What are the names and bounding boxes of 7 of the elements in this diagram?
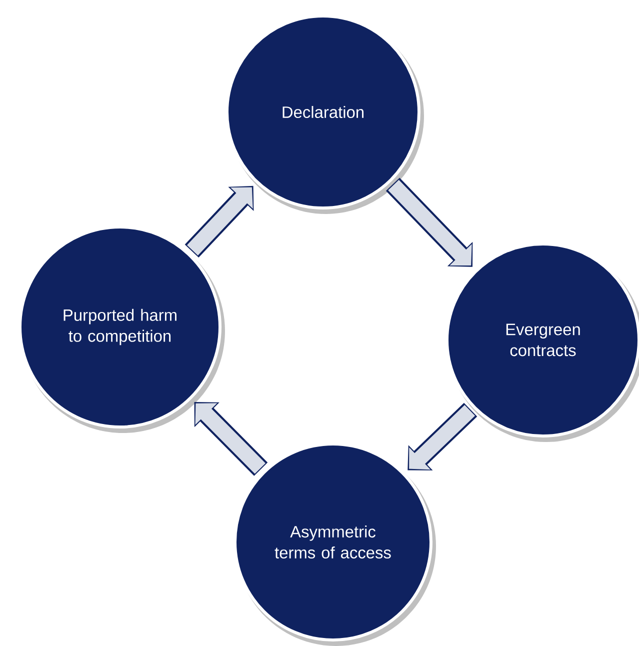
block-arrow (184, 186, 254, 258)
block-arrow (386, 178, 473, 267)
circle-node: Asymmetric terms of access (234, 442, 436, 646)
circle-node: Declaration (226, 14, 424, 214)
block-arrow (408, 402, 478, 470)
circle-node: Evergreen contracts (446, 242, 639, 442)
circle-node: Purported harm to competition (18, 226, 225, 433)
